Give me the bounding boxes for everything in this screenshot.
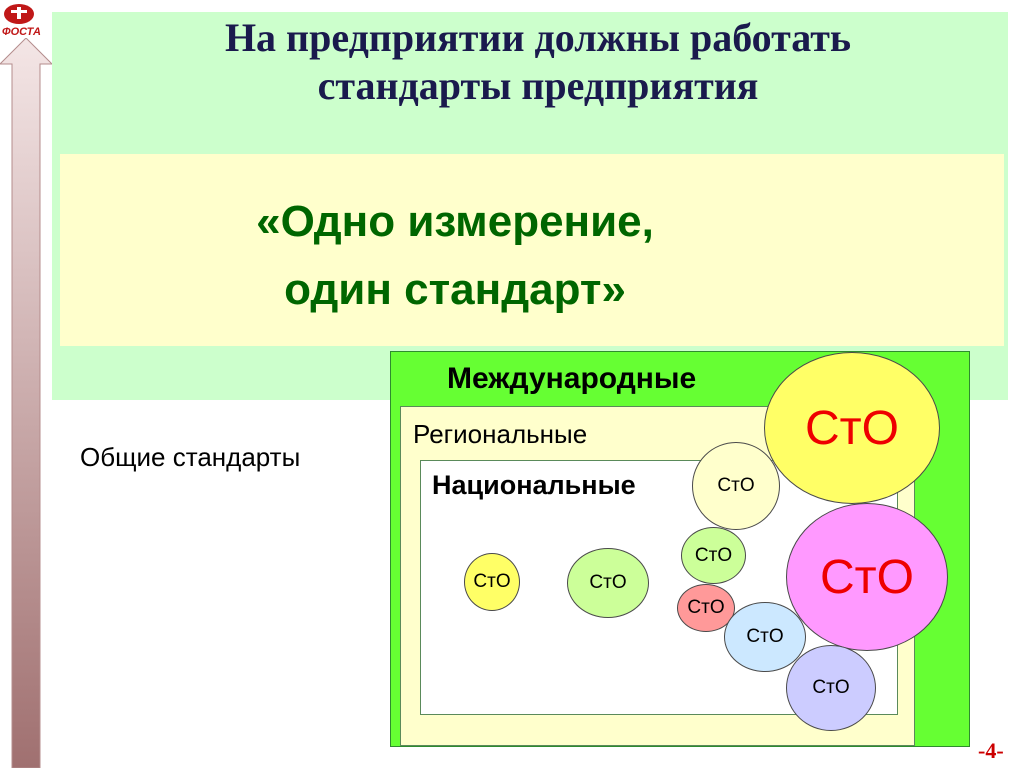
page-title: На предприятии должны работать стандарты… <box>52 14 1024 110</box>
sto-label: СтО <box>473 571 511 592</box>
motto-line-2: один стандарт» <box>284 265 626 314</box>
sto-label: СтО <box>746 626 784 647</box>
sto-circle-large-yellow: СтО <box>764 352 940 504</box>
svg-text:ФОСТА: ФОСТА <box>2 26 41 38</box>
sto-circle: СтО <box>677 584 735 632</box>
motto-line-1: «Одно измерение, <box>256 197 654 246</box>
national-label: Национальные <box>432 470 636 500</box>
sto-circle: СтО <box>786 645 876 731</box>
sto-circle: СтО <box>464 553 520 611</box>
sto-label: СтО <box>687 597 725 618</box>
sto-circle: СтО <box>724 602 806 672</box>
sto-label: СтО <box>805 401 899 455</box>
motto-box <box>60 154 1004 346</box>
general-standards-label: Общие стандарты <box>80 442 301 472</box>
title-line-1: На предприятии должны работать <box>224 15 852 60</box>
international-label: Международные <box>447 362 697 395</box>
sto-circle: СтО <box>567 548 649 618</box>
company-logo: ФОСТА <box>2 2 62 38</box>
sto-circle-large-pink: СтО <box>786 503 948 651</box>
sto-circle: СтО <box>692 442 780 530</box>
sto-label: СтО <box>589 572 627 593</box>
sto-label: СтО <box>820 550 914 604</box>
logo-icon: ФОСТА <box>2 4 41 38</box>
motto: «Одно измерение, один стандарт» <box>60 188 850 324</box>
sto-circle: СтО <box>681 527 746 584</box>
title-line-2: стандарты предприятия <box>317 63 759 108</box>
sto-label: СтО <box>717 475 755 496</box>
rising-arrow-icon <box>0 38 52 768</box>
sto-label: СтО <box>694 544 733 566</box>
sto-label: СтО <box>812 677 850 698</box>
regional-label: Региональные <box>413 419 588 449</box>
page-number: -4- <box>978 738 1004 763</box>
